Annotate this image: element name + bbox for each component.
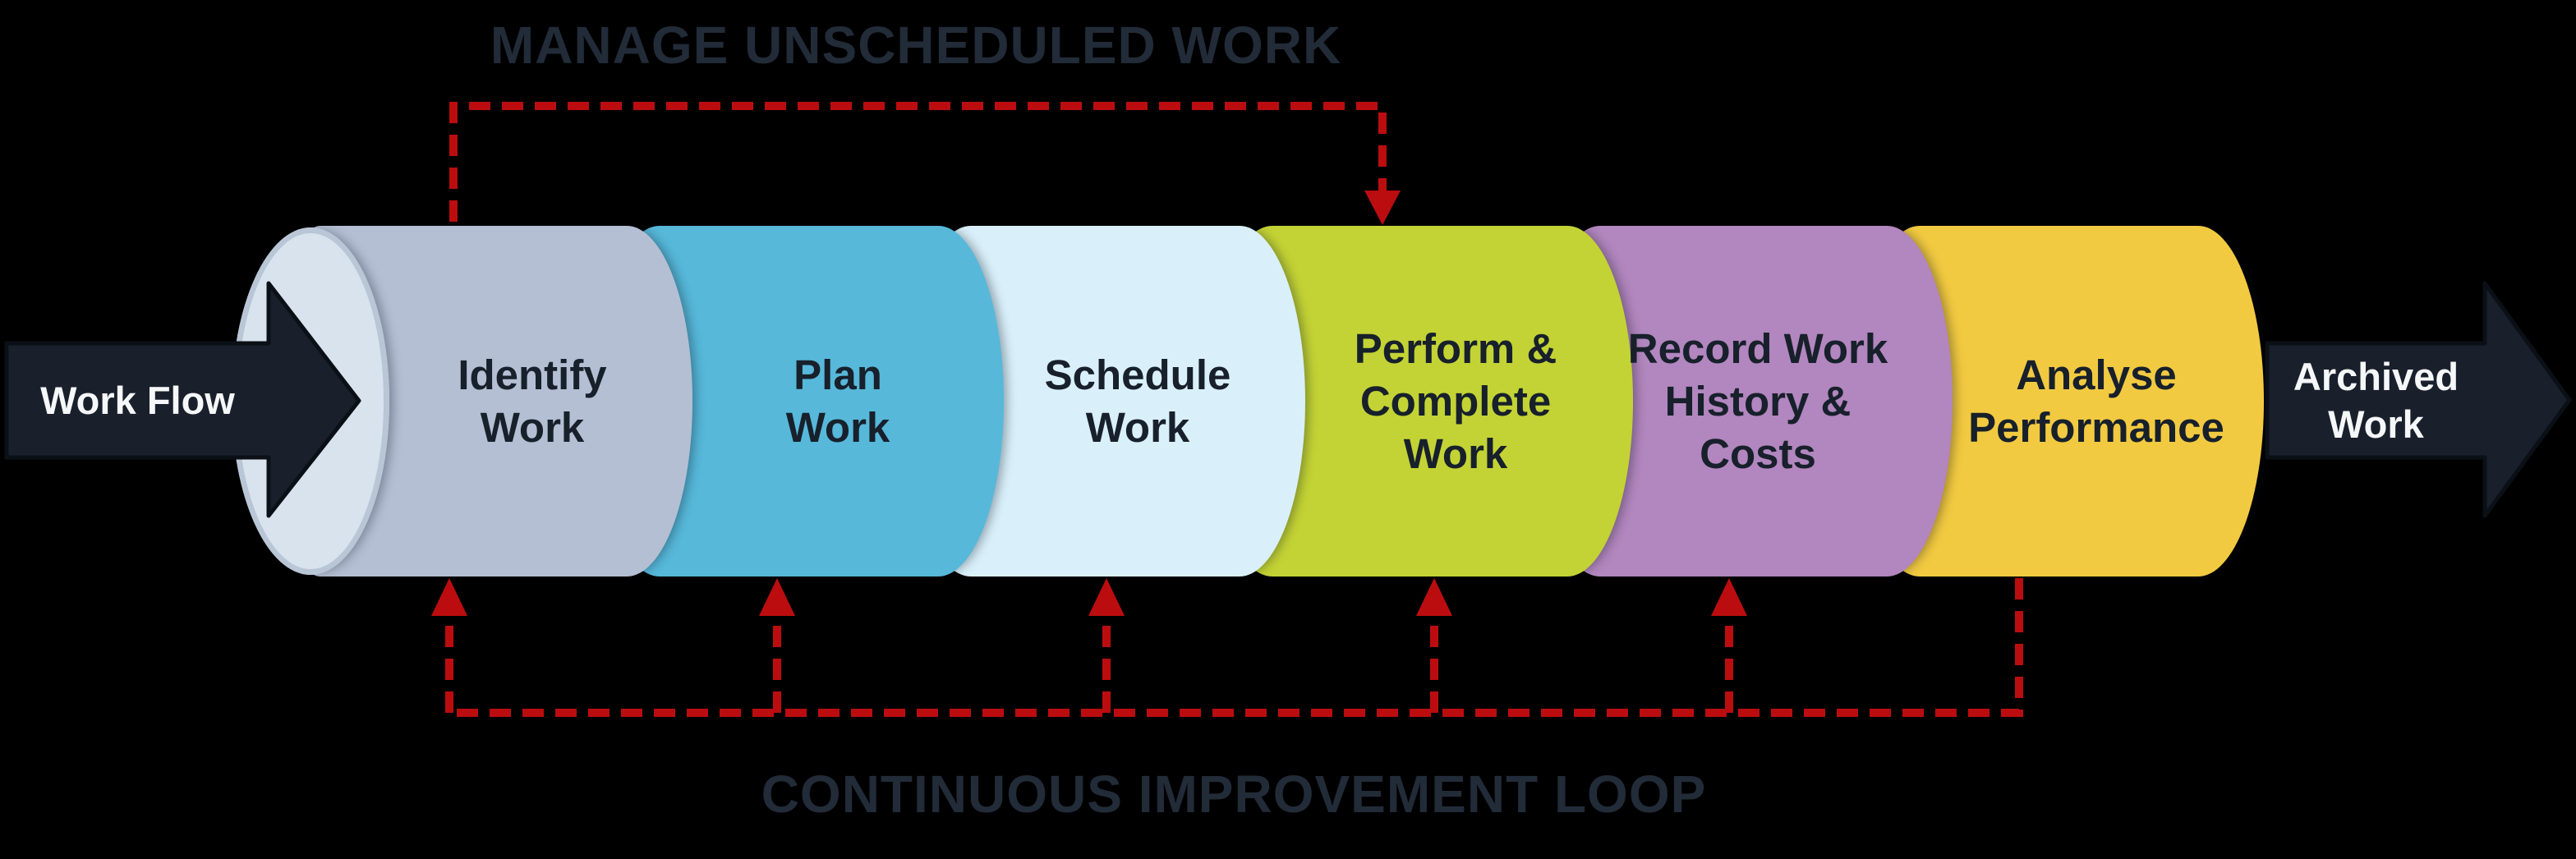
manage-unscheduled-work-title: MANAGE UNSCHEDULED WORK — [490, 16, 1342, 75]
unscheduled-loop-arrowhead — [1364, 191, 1401, 225]
archived-work-arrow — [2265, 281, 2572, 518]
improvement-loop-arrowhead-3 — [1088, 578, 1125, 616]
work-flow-arrow — [4, 281, 361, 518]
improvement-loop-arrowhead-1 — [431, 578, 467, 616]
improvement-loop-arrowhead-4 — [1416, 578, 1452, 616]
continuous-improvement-loop-title: CONTINUOUS IMPROVEMENT LOOP — [761, 765, 1707, 824]
improvement-loop-arrowhead-2 — [759, 578, 795, 616]
improvement-loop-arrowhead-5 — [1711, 578, 1747, 616]
improvement-loop-path — [449, 578, 2023, 717]
unscheduled-loop-path — [449, 102, 1387, 222]
